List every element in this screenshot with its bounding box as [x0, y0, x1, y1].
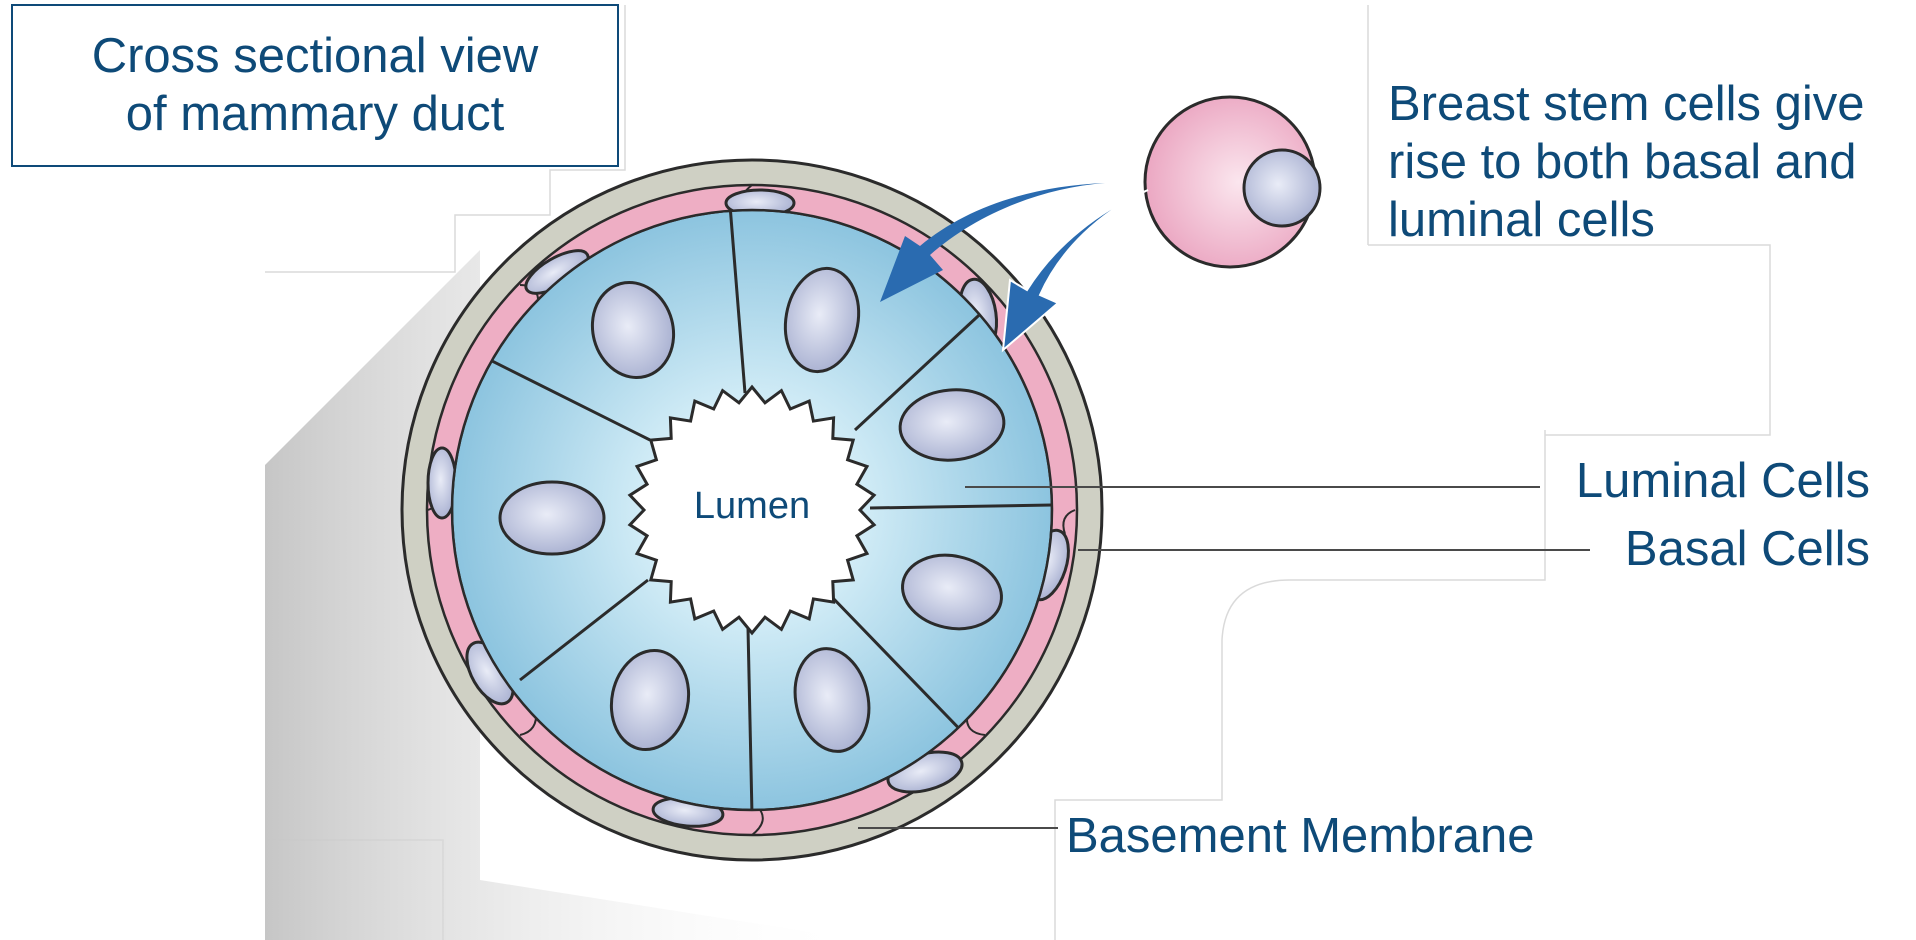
lumen-label: Lumen: [694, 485, 810, 527]
stem-cell-nucleus: [1244, 150, 1320, 226]
stem-caption-line-3: luminal cells: [1388, 193, 1655, 247]
title-line-2: of mammary duct: [126, 87, 505, 141]
basement-membrane-label: Basement Membrane: [1066, 809, 1534, 863]
stem-caption-line-2: rise to both basal and: [1388, 135, 1857, 189]
title-line-1: Cross sectional view: [92, 29, 539, 83]
arrow-to-basal: [1003, 190, 1148, 350]
luminal-cells-label: Luminal Cells: [1576, 454, 1870, 508]
basal-cells-label: Basal Cells: [1625, 522, 1870, 576]
stem-caption-line-1: Breast stem cells give: [1388, 77, 1865, 131]
luminal-nucleus: [500, 482, 604, 554]
